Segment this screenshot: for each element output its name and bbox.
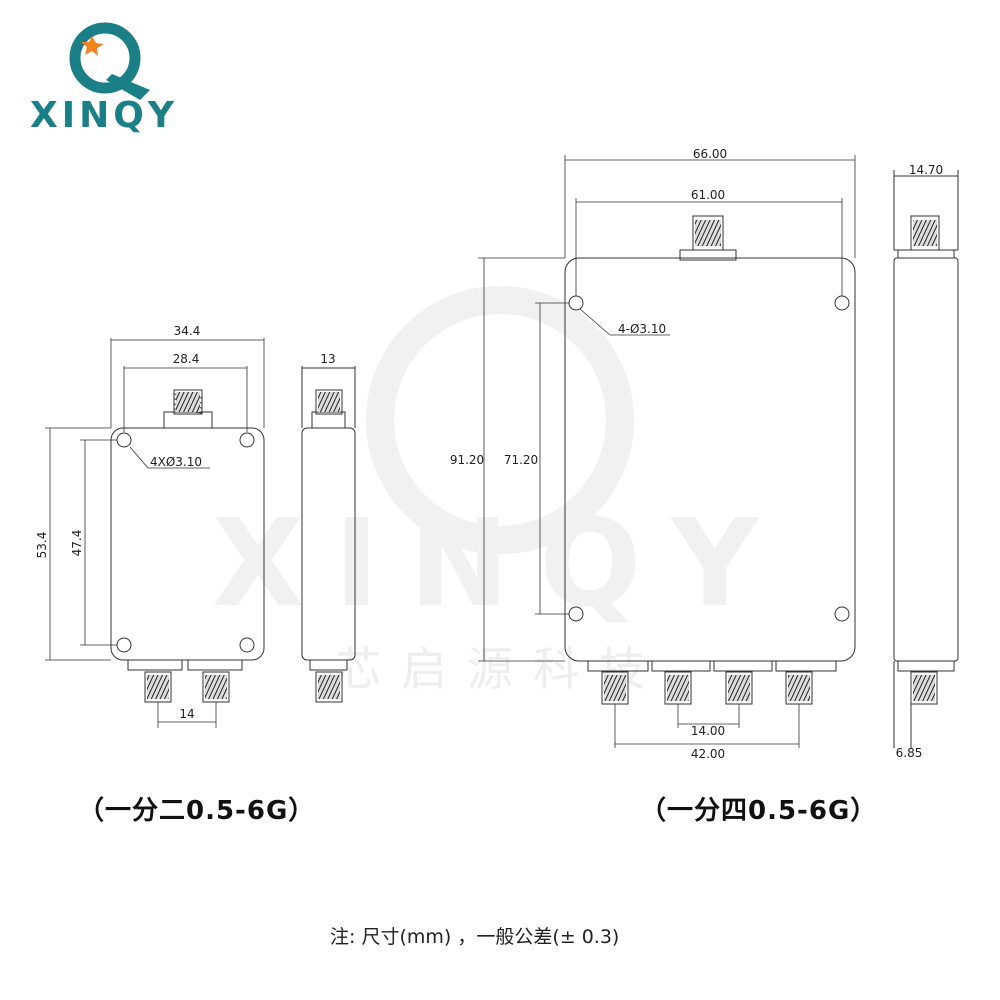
dim-2way-holes: 4XØ3.10 <box>150 455 202 469</box>
body-4way-side <box>893 257 959 662</box>
svg-text:XINQY: XINQY <box>212 495 789 634</box>
dim-2way-connector-spacing: 14 <box>179 707 194 721</box>
dim-4way-hole-height: 71.20 <box>504 453 538 467</box>
hole-4way-tr <box>834 295 850 311</box>
dim-2way-hole-width: 28.4 <box>173 352 200 366</box>
logo-wordmark: XINQY <box>30 95 178 136</box>
brand-logo: XINQY <box>30 22 178 136</box>
dim-4way-side-thickness: 14.70 <box>909 163 943 177</box>
logo-star <box>81 36 104 56</box>
caption-2way: （一分二0.5-6G） <box>78 796 316 826</box>
dim-4way-connector-outer: 42.00 <box>691 747 725 761</box>
tolerance-note: 注: 尺寸(mm) ，一般公差(± 0.3) <box>330 926 620 948</box>
dim-4way-overall-height: 91.20 <box>450 453 484 467</box>
logo-q-ring <box>69 22 141 94</box>
dim-4way-holes: 4-Ø3.10 <box>618 322 666 336</box>
caption-4way: （一分四0.5-6G） <box>640 796 878 826</box>
dim-4way-connector-offset: 6.85 <box>896 746 923 760</box>
dim-2way-hole-height: 47.4 <box>70 530 84 557</box>
svg-text:芯启源科技: 芯启源科技 <box>335 642 665 696</box>
dim-4way-connector-inner: 14.00 <box>691 724 725 738</box>
hole-4way-br <box>834 606 850 622</box>
hole-4way-bl <box>568 606 584 622</box>
dim-2way-overall-height: 53.4 <box>35 532 49 559</box>
hole-2way-br <box>239 637 255 653</box>
dim-4way-hole-width: 61.00 <box>691 188 725 202</box>
logo-q-tail <box>106 74 150 100</box>
hole-4way-tl <box>568 295 584 311</box>
dim-2way-overall-width: 34.4 <box>174 324 201 338</box>
dim-2way-side-thickness: 13 <box>320 352 335 366</box>
body-4way-front <box>564 257 856 662</box>
hole-2way-tr <box>239 432 255 448</box>
dim-4way-overall-width: 66.00 <box>693 147 727 161</box>
